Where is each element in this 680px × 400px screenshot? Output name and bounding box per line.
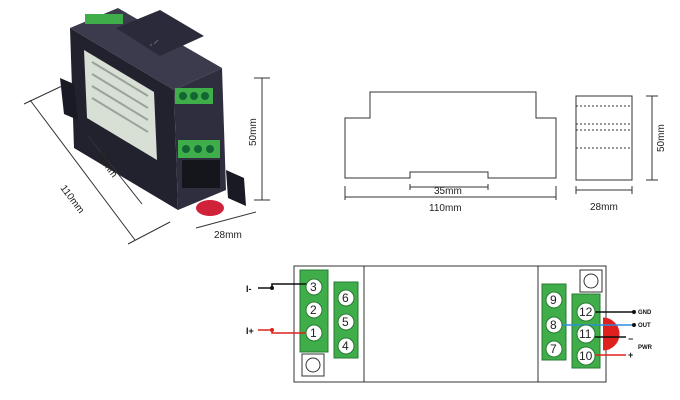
label-line — [91, 97, 149, 133]
wire-end-dot — [632, 310, 636, 314]
wire-end-dot — [632, 323, 636, 327]
label-line — [91, 85, 149, 121]
dim-line-depth — [195, 211, 257, 229]
terminal-7 — [545, 340, 563, 358]
dim-length-label: 110mm — [58, 183, 86, 216]
terminals-right-outer: 12 11 10 — [576, 302, 596, 366]
terminal-label: 3 — [310, 280, 317, 294]
terminal-openings — [182, 160, 220, 188]
module-label — [84, 50, 157, 160]
front-rail-label: 35mm — [434, 186, 462, 197]
pwr-indicator — [602, 317, 620, 351]
wiring-diagram: 3 2 1 6 5 4 9 8 7 12 11 10 — [246, 265, 653, 383]
side-height-label: 50mm — [656, 124, 667, 152]
terminal-block-top — [85, 14, 123, 24]
terminal-label: 11 — [579, 327, 592, 341]
module-top-face — [70, 8, 222, 90]
dim-line-length — [29, 99, 136, 241]
terminal-1 — [305, 324, 323, 342]
terminals-left-inner: 6 5 4 — [337, 289, 355, 355]
top-mark-icon — [149, 39, 159, 47]
terminal-3 — [305, 278, 323, 296]
terminal-label: 8 — [550, 318, 557, 332]
terminal-label: 10 — [579, 349, 593, 363]
mount-hole-icon — [583, 273, 599, 289]
terminal-2 — [305, 301, 323, 319]
terminal-5 — [337, 313, 355, 331]
terminal-11 — [576, 324, 596, 344]
terminal-6 — [337, 289, 355, 307]
side-view — [575, 95, 658, 194]
screw-icon — [206, 145, 214, 153]
front-length-label: 110mm — [429, 203, 462, 214]
side-view-outline — [575, 95, 633, 181]
top-recess — [116, 10, 204, 56]
dim-depth-label: 28mm — [214, 230, 242, 241]
screw-icon — [194, 145, 202, 153]
pwr-label: PWR — [638, 345, 653, 351]
terminal-label: 4 — [342, 339, 349, 353]
terminal-10 — [576, 346, 596, 366]
terminal-4 — [337, 337, 355, 355]
out-label: OUT — [638, 323, 651, 329]
front-view — [344, 91, 557, 200]
label-line — [91, 61, 149, 97]
input-plus-label: I+ — [246, 326, 254, 336]
front-view-outline — [344, 91, 557, 179]
mount-hole-icon — [305, 357, 321, 373]
rail-foot — [226, 170, 246, 206]
pwr-plus-label: + — [628, 350, 633, 360]
terminals-right-inner: 9 8 7 — [545, 291, 563, 358]
module-photo — [60, 8, 246, 216]
din-clip — [196, 200, 224, 216]
label-line — [91, 73, 149, 109]
dim-line-width — [87, 135, 143, 205]
dim-ext-line — [127, 221, 171, 245]
pwr-minus-label: − — [628, 334, 633, 344]
terminal-label: 5 — [342, 315, 349, 329]
input-minus-label: I- — [246, 284, 252, 294]
terminal-label: 2 — [310, 303, 317, 317]
terminal-12 — [576, 302, 596, 322]
gnd-label: GND — [638, 310, 652, 316]
screw-icon — [190, 92, 198, 100]
side-depth-label: 28mm — [590, 202, 618, 213]
screw-icon — [179, 92, 187, 100]
rail-foot — [60, 78, 78, 120]
dim-height-label: 50mm — [248, 118, 259, 146]
terminal-label: 12 — [579, 305, 593, 319]
terminal-label: 7 — [550, 342, 557, 356]
screw-icon — [182, 145, 190, 153]
terminal-label: 9 — [550, 293, 557, 307]
terminal-9 — [545, 291, 563, 309]
wire-end-dot — [270, 328, 274, 332]
terminals-left-outer: 3 2 1 — [305, 278, 323, 342]
terminal-label: 6 — [342, 291, 349, 305]
terminal-label: 1 — [310, 326, 317, 340]
screw-icon — [201, 92, 209, 100]
dim-ext-line — [23, 85, 63, 105]
wire-end-dot — [270, 286, 274, 290]
terminal-8 — [545, 316, 563, 334]
